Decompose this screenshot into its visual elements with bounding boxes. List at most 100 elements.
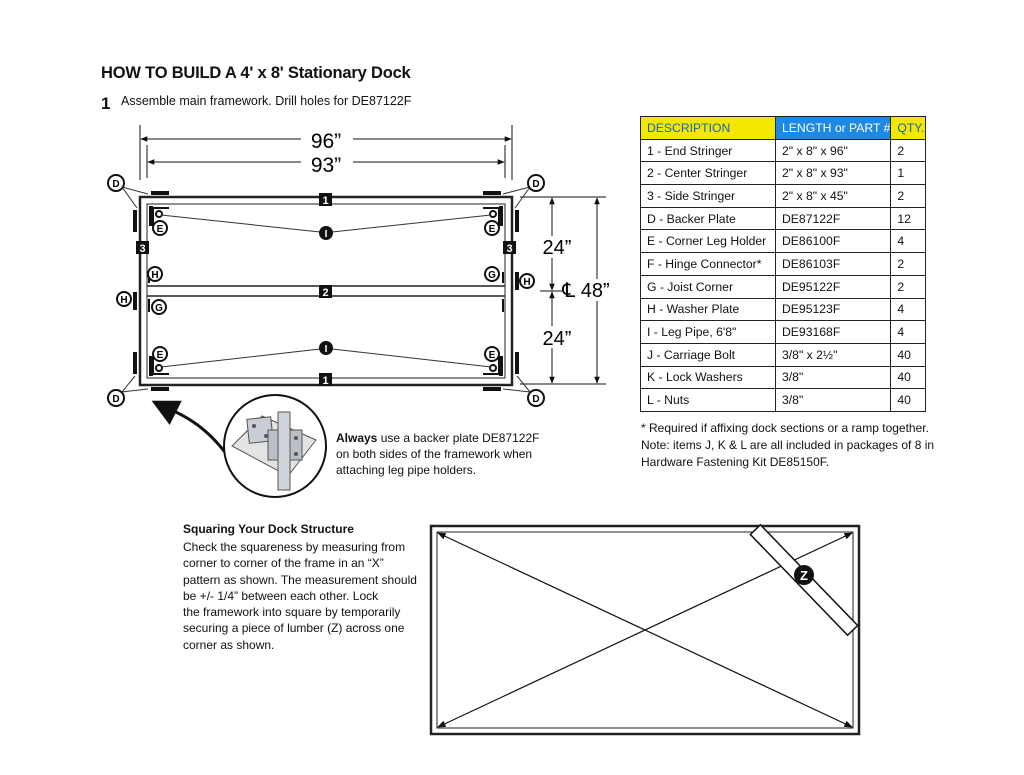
leg-pipe-lines [160,214,492,368]
d-callout-lines [121,186,531,393]
backer-note-text: use a backer plate DE87122F on both side… [336,431,540,477]
squaring-frame: Z [429,523,861,736]
page-title: HOW TO BUILD A 4' x 8' Stationary Dock [101,64,411,82]
half-depth-top-label: 24” [543,237,572,259]
step-instruction: Assemble main framework. Drill holes for… [121,94,412,108]
marker-3-left: 3 [139,243,145,255]
part-markers: D D D D E E E E G G H H H I I [107,174,545,407]
corner-leg-holders [152,207,500,375]
cell-qty: 40 [890,342,927,367]
joist-corners [133,272,519,312]
cell-length-part: 3/8" [774,365,892,390]
header-length-part: LENGTH or PART # [774,116,892,140]
marker-e-bl: E [157,350,164,361]
cell-description: G - Joist Corner [640,274,776,299]
marker-2: 2 [322,287,328,299]
cell-qty: 2 [890,252,927,276]
inner-width-label: 93” [311,154,341,177]
marker-e-br: E [489,350,496,361]
backer-plates [133,191,519,391]
cell-description: L - Nuts [640,388,776,412]
cell-description: K - Lock Washers [640,365,776,390]
cell-length-part: DE93168F [774,320,892,344]
cell-qty: 40 [890,365,927,390]
cell-qty: 40 [890,388,927,412]
depth-dimensions: 24” 24” ℄ 48” [520,196,614,385]
parts-table: DESCRIPTION LENGTH or PART # QTY. 1 - En… [640,116,927,412]
cell-length-part: DE87122F [774,206,892,231]
cell-length-part: DE86103F [774,252,892,276]
cell-length-part: 2" x 8" x 45" [774,184,892,208]
cell-qty: 12 [890,206,927,231]
cell-length-part: 2" x 8" x 96" [774,138,892,163]
cell-qty: 2 [890,184,927,208]
cell-qty: 4 [890,297,927,322]
header-description: DESCRIPTION [640,116,776,140]
cell-qty: 4 [890,320,927,344]
backer-note-emphasis: Always [336,431,378,445]
marker-d-bl: D [112,394,119,405]
squaring-title: Squaring Your Dock Structure [183,522,354,536]
marker-d-tl: D [112,179,119,190]
marker-3-right: 3 [506,243,512,255]
marker-h-outer-right: H [523,277,530,288]
marker-e-tl: E [157,224,164,235]
marker-g-left: G [155,303,163,314]
cell-description: E - Corner Leg Holder [640,229,776,254]
cell-length-part: DE95122F [774,274,892,299]
cell-qty: 2 [890,274,927,299]
cell-description: 3 - Side Stringer [640,184,776,208]
marker-h-outer-left: H [120,295,127,306]
cell-description: I - Leg Pipe, 6'8" [640,320,776,344]
backer-plate-detail [151,394,327,498]
width-dimensions: 96” 93” [139,125,513,180]
half-depth-bottom-label: 24” [543,328,572,350]
stringer-markers: 1 2 1 3 3 [136,193,516,387]
cell-length-part: DE86100F [774,229,892,254]
squaring-instructions: Check the squareness by measuring from c… [183,540,417,652]
marker-h-inner-left: H [151,270,158,281]
marker-z: Z [800,568,808,583]
cell-qty: 4 [890,229,927,254]
step-number: 1 [101,94,111,113]
parts-table-header: DESCRIPTION LENGTH or PART # QTY. [640,116,927,140]
cell-description: J - Carriage Bolt [640,342,776,367]
table-footnote: * Required if affixing dock sections or … [641,421,935,469]
cell-length-part: 2" x 8" x 93" [774,161,892,186]
marker-d-tr: D [532,179,539,190]
marker-i-bottom: I [325,344,328,355]
marker-i-top: I [325,229,328,240]
marker-e-tr: E [489,224,496,235]
cell-length-part: DE95123F [774,297,892,322]
full-depth-label: ℄ 48” [561,280,609,302]
header-qty: QTY. [890,116,927,140]
marker-d-br: D [532,394,539,405]
cell-description: F - Hinge Connector* [640,252,776,276]
cell-length-part: 3/8" [774,388,892,412]
cell-qty: 2 [890,138,927,163]
marker-g-right: G [488,270,496,281]
cell-description: 1 - End Stringer [640,138,776,163]
cell-qty: 1 [890,161,927,186]
backer-plate-note: Always use a backer plate DE87122F on bo… [336,430,546,478]
cell-description: D - Backer Plate [640,206,776,231]
outer-width-label: 96” [311,130,341,153]
cell-description: 2 - Center Stringer [640,161,776,186]
cell-length-part: 3/8" x 2½" [774,342,892,367]
cell-description: H - Washer Plate [640,297,776,322]
marker-1-bottom: 1 [322,375,328,387]
